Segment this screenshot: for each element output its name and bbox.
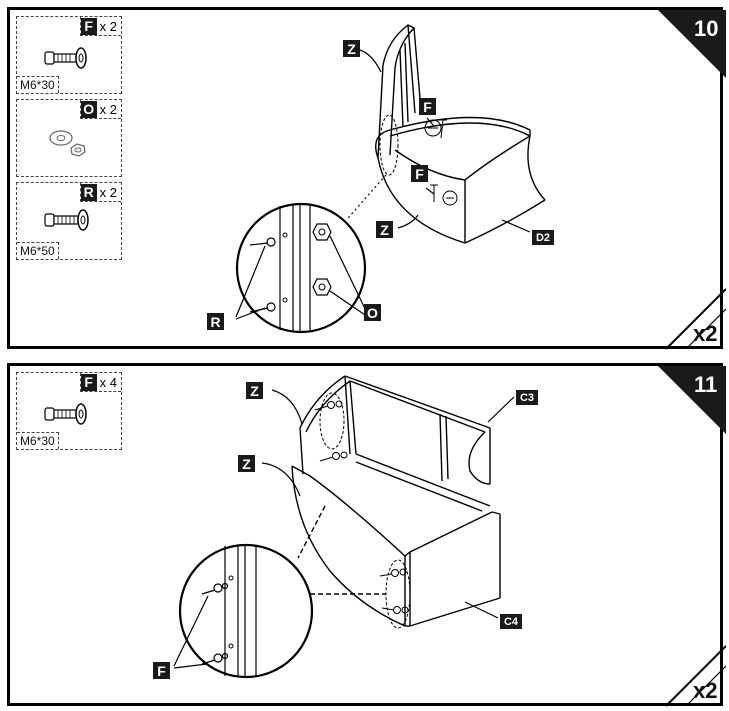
part-qty-text: x 2 xyxy=(99,18,117,34)
callout-f-lower: F xyxy=(411,165,428,182)
bolt-with-washer-icon xyxy=(44,209,89,231)
leaders-10 xyxy=(235,49,531,320)
part-qty-o: O x 2 xyxy=(79,100,121,119)
bolt-f-upper xyxy=(424,119,447,139)
chair-frame-c3 xyxy=(299,375,491,512)
washer-and-nut-icon xyxy=(49,130,86,157)
part-qty-text: x 2 xyxy=(99,101,117,117)
step-number: 11 xyxy=(694,372,718,397)
part-qty-f: F x 2 xyxy=(79,17,121,36)
step-panel-10: 10 x2 F x 2 M6*30 O x 2 R xyxy=(7,7,726,350)
step-multiplier: x2 xyxy=(693,321,718,346)
part-letter-badge: O xyxy=(80,100,97,118)
part-size-label: M6*30 xyxy=(17,432,59,449)
part-size-label: M6*50 xyxy=(17,242,59,259)
chair-back-frame xyxy=(377,24,422,159)
detail-magnifier-10 xyxy=(235,202,367,334)
part-box-o: O x 2 xyxy=(16,99,122,177)
step-multiplier: x2 xyxy=(693,678,718,703)
step-corner-11 xyxy=(658,366,726,434)
leaders-11 xyxy=(173,389,515,669)
seat-body-d2 xyxy=(375,116,546,244)
callout-f: F xyxy=(153,662,170,679)
bolts-upper xyxy=(314,392,348,462)
enlarge-ellipse xyxy=(379,114,399,176)
part-box-f: F x 4 M6*30 xyxy=(16,372,122,450)
callout-z-front: Z xyxy=(376,221,393,238)
callout-z-back: Z xyxy=(343,40,360,57)
step-corner-10 xyxy=(658,10,726,78)
part-size-label: M6*30 xyxy=(17,76,59,93)
callout-c3: C3 xyxy=(516,390,538,405)
part-qty-text: x 2 xyxy=(99,184,117,200)
step-panel-11: 11 x2 F x 4 M6*30 Z Z C3 C4 F xyxy=(7,363,726,707)
bolt-with-washer-icon xyxy=(44,47,87,69)
part-letter-badge: F xyxy=(80,373,97,391)
callout-r: R xyxy=(207,313,224,330)
callout-z-upper: Z xyxy=(246,382,263,399)
detail-magnifier-11 xyxy=(178,543,314,679)
part-qty-r: R x 2 xyxy=(79,183,121,202)
seat-body-c4 xyxy=(291,465,501,627)
callout-z-lower: Z xyxy=(238,455,255,472)
bolt-f-lower xyxy=(430,184,458,206)
part-qty-f: F x 4 xyxy=(79,373,121,392)
part-box-r: R x 2 M6*50 xyxy=(16,182,122,260)
panel-11-art xyxy=(173,366,726,707)
magnify-leader xyxy=(347,174,387,219)
callout-f-upper: F xyxy=(419,98,436,115)
step-number: 10 xyxy=(694,16,719,41)
part-box-f: F x 2 M6*30 xyxy=(16,16,122,94)
callout-d2: D2 xyxy=(532,230,554,245)
panel-10-art xyxy=(235,10,726,350)
part-qty-text: x 4 xyxy=(99,374,117,390)
bolt-with-washer-icon xyxy=(44,403,87,425)
callout-c4: C4 xyxy=(500,614,522,629)
part-letter-badge: F xyxy=(80,17,97,35)
callout-o: O xyxy=(364,304,381,321)
connector-dash-1 xyxy=(297,505,326,559)
part-letter-badge: R xyxy=(80,183,97,201)
